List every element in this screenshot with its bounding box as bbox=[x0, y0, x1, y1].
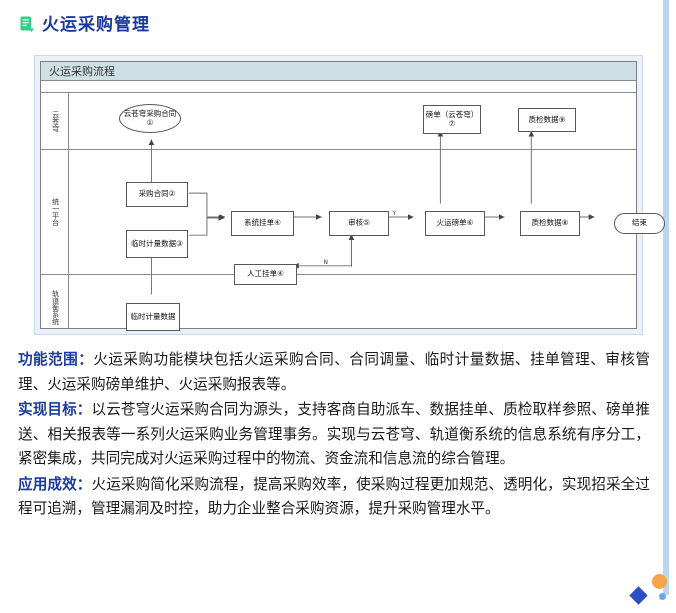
orange-circle-decoration bbox=[652, 574, 667, 589]
blue-diamond-decoration bbox=[629, 586, 648, 605]
description-sections: 功能范围：火运采购功能模块包括火运采购合同、合同调量、临时计量数据、挂单管理、审… bbox=[18, 348, 650, 523]
section-goal-label: 实现目标： bbox=[18, 401, 92, 418]
small-blue-circle-decoration bbox=[659, 593, 666, 600]
lane-divider-1 bbox=[41, 149, 636, 150]
flow-node-temp-metering-data[interactable]: 临时计量数据③ bbox=[126, 230, 188, 258]
decorative-shapes bbox=[629, 569, 676, 613]
right-edge-rail bbox=[663, 0, 669, 595]
flow-node-inspection-data-cloud[interactable]: 质检数据⑨ bbox=[518, 108, 576, 132]
flow-node-review[interactable]: 审核⑤ bbox=[329, 211, 389, 236]
flow-node-temp-metering-data-scale[interactable]: 临时计量数据 bbox=[126, 303, 180, 331]
section-scope: 功能范围：火运采购功能模块包括火运采购合同、合同调量、临时计量数据、挂单管理、审… bbox=[18, 348, 650, 397]
flow-node-rail-weigh-slip[interactable]: 火运磅单⑥ bbox=[425, 211, 485, 236]
flow-node-manual-hanging-order[interactable]: 人工挂单④ bbox=[234, 264, 297, 285]
section-effect-label: 应用成效： bbox=[18, 475, 92, 493]
section-effect: 应用成效：火运采购简化采购流程，提高采购效率，使采购过程更加规范、透明化，实现招… bbox=[18, 473, 650, 522]
lane-divider-2 bbox=[41, 274, 636, 275]
flowchart-header: 火运采购流程 bbox=[41, 62, 636, 81]
flowchart-canvas: 火运采购流程 云苍穹 统一平台 轨道衡系统 bbox=[40, 61, 665, 331]
lane-label-unified: 统一平台 bbox=[51, 197, 60, 226]
section-scope-text: 火运采购功能模块包括火运采购合同、合同调量、临时计量数据、挂单管理、审核管理、火… bbox=[18, 351, 650, 393]
flowchart-subheader-band bbox=[41, 81, 636, 93]
section-effect-text: 火运采购简化采购流程，提高采购效率，使采购过程更加规范、透明化，实现招采全过程可… bbox=[18, 475, 650, 518]
flow-node-purchase-contract[interactable]: 采购合同② bbox=[126, 182, 188, 207]
edge-label-yes: Y bbox=[392, 211, 397, 217]
flow-node-cloud-purchase-contract[interactable]: 云苍穹采购合同① bbox=[119, 104, 181, 133]
lane-label-cloud: 云苍穹 bbox=[51, 110, 60, 132]
section-goal: 实现目标：以云苍穹火运采购合同为源头，支持客商自助派车、数据挂单、质检取样参照、… bbox=[18, 398, 650, 472]
lane-label-column: 云苍穹 统一平台 轨道衡系统 bbox=[41, 93, 69, 328]
page-header: 火运采购管理 bbox=[20, 16, 150, 33]
flow-node-system-hanging-order[interactable]: 系统挂单④ bbox=[231, 211, 294, 236]
section-scope-label: 功能范围： bbox=[18, 351, 94, 368]
flow-node-weigh-slip-cloud[interactable]: 磅单（云苍穹）⑦ bbox=[423, 105, 481, 134]
page-title: 火运采购管理 bbox=[42, 15, 150, 34]
flowchart-panel: 火运采购流程 云苍穹 统一平台 轨道衡系统 bbox=[34, 55, 665, 335]
flow-node-inspection-data[interactable]: 质检数据⑧ bbox=[520, 211, 580, 236]
edge-label-no: N bbox=[324, 260, 328, 266]
flowchart-title: 火运采购流程 bbox=[49, 65, 115, 78]
document-icon bbox=[20, 16, 35, 33]
flow-node-end[interactable]: 结束 bbox=[614, 213, 665, 234]
section-goal-text: 以云苍穹火运采购合同为源头，支持客商自助派车、数据挂单、质检取样参照、磅单推送、… bbox=[18, 401, 650, 467]
lane-label-scale: 轨道衡系统 bbox=[51, 289, 60, 325]
